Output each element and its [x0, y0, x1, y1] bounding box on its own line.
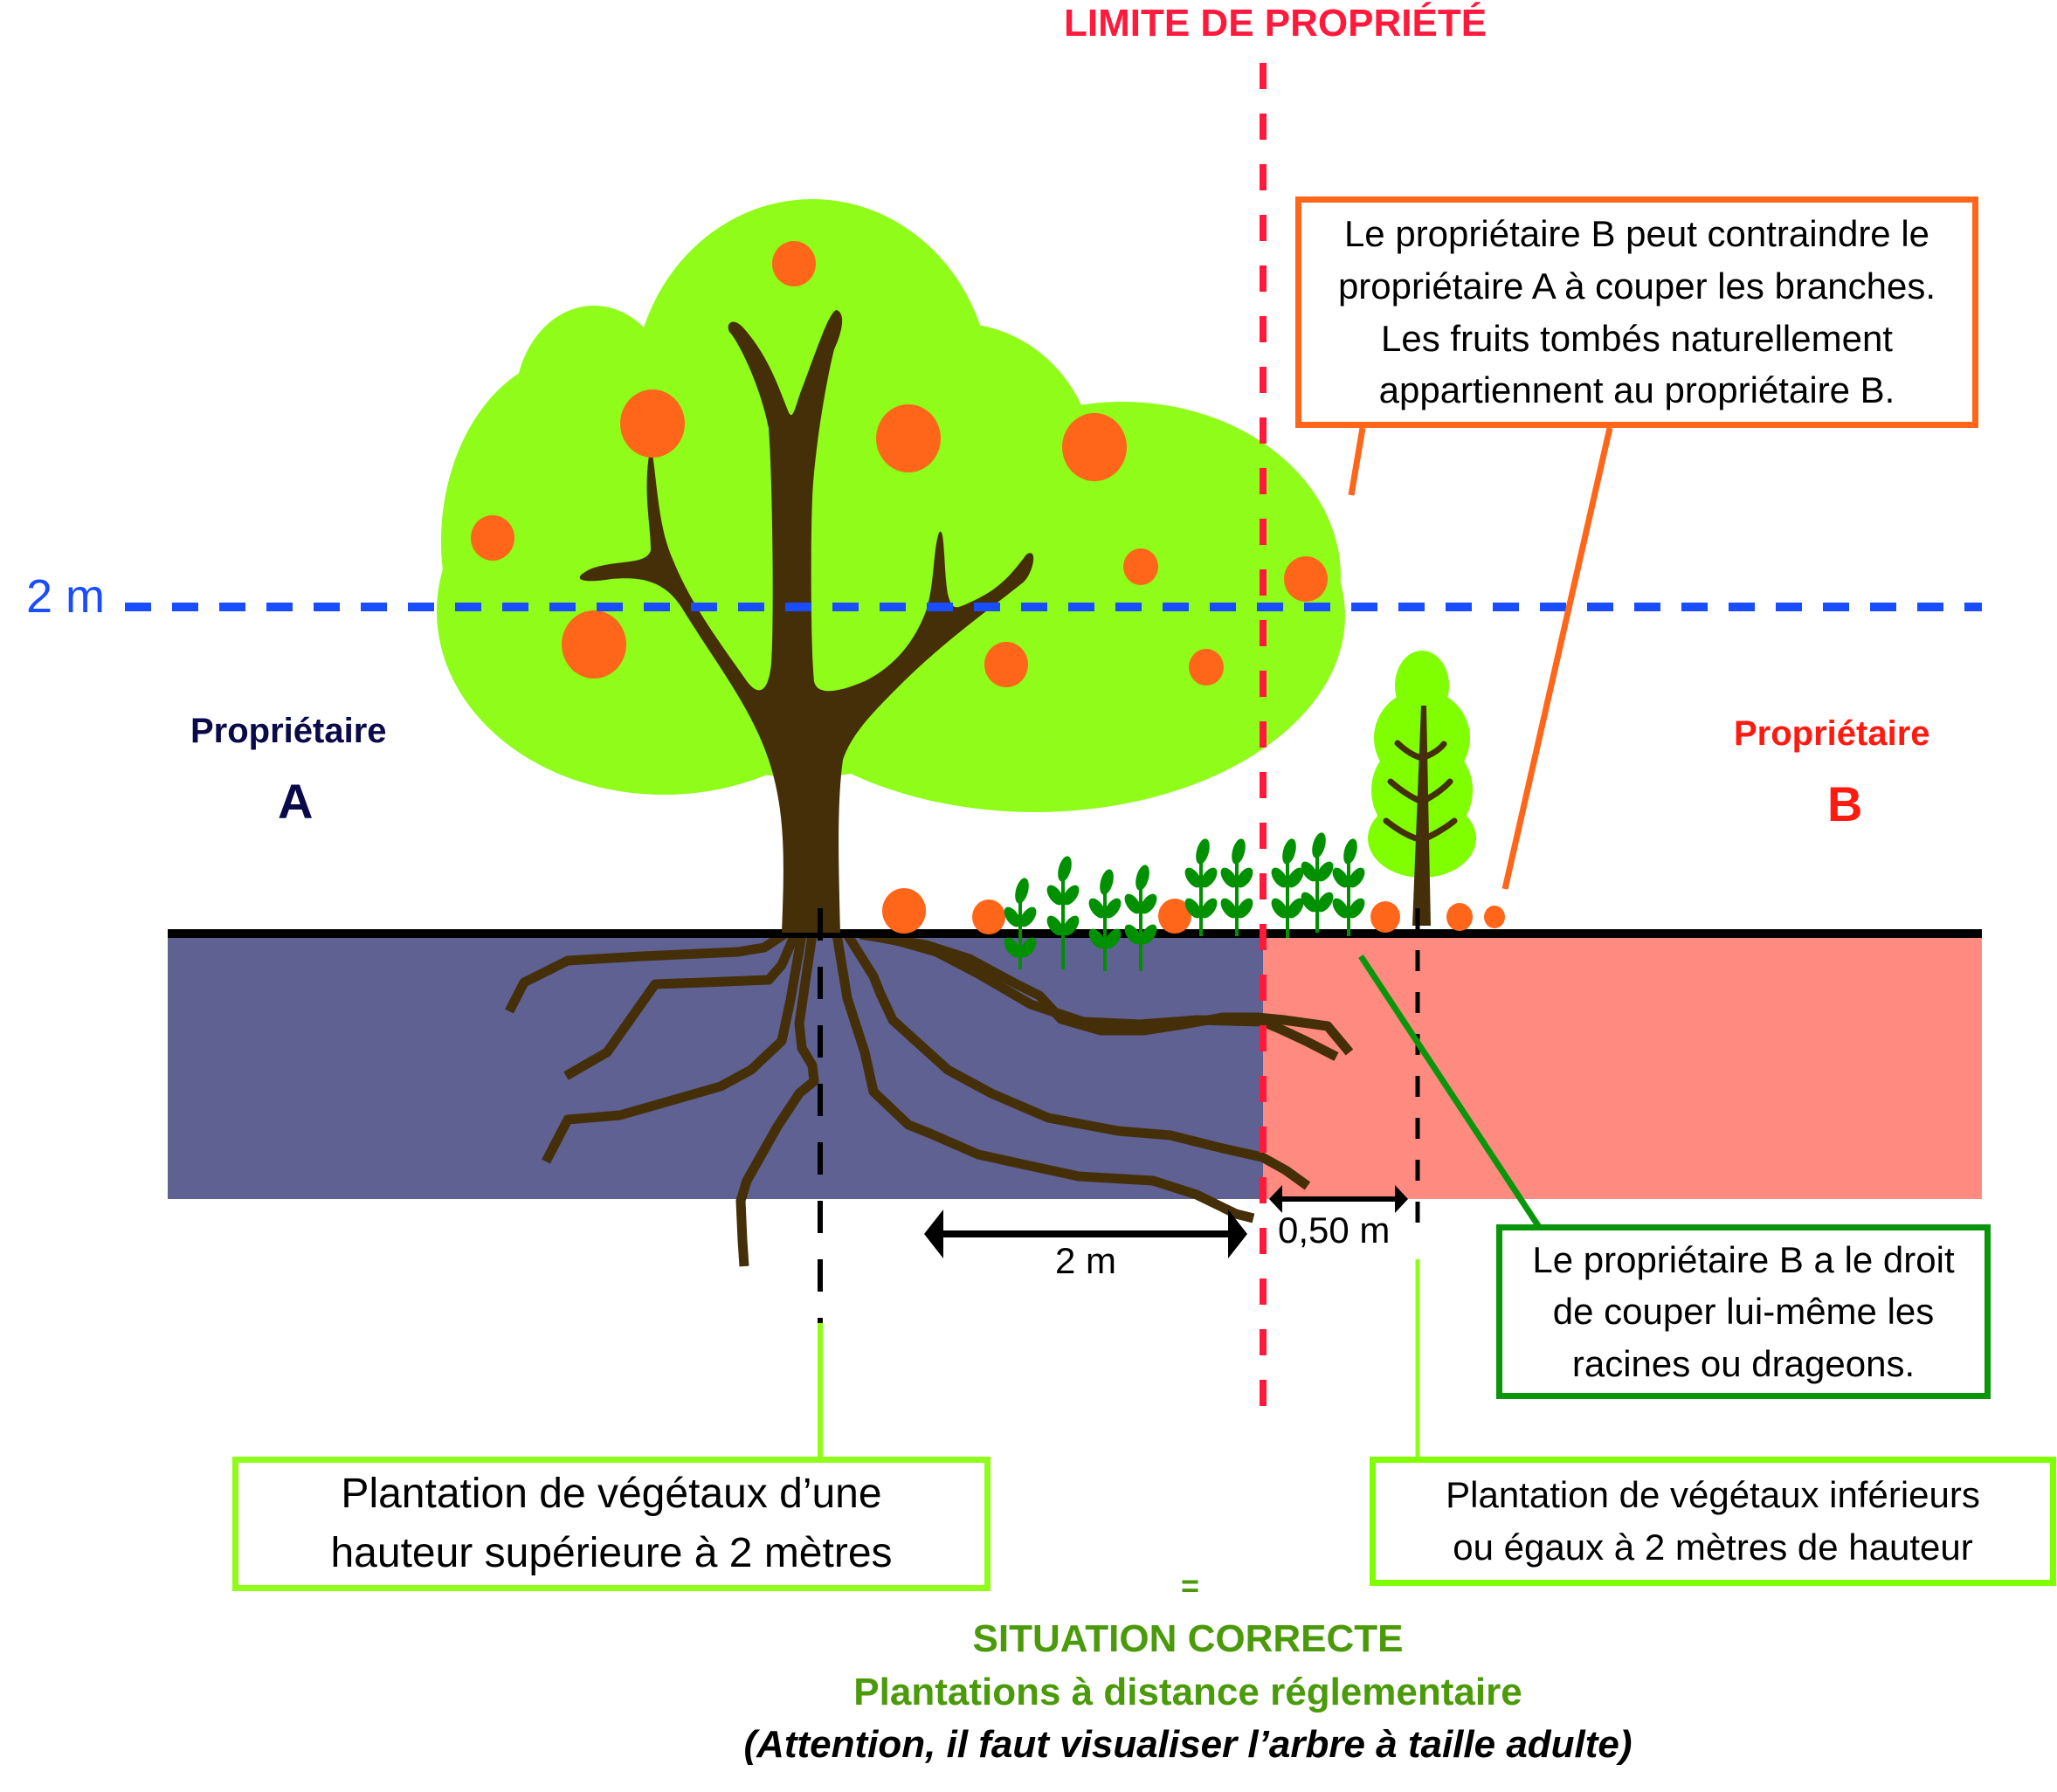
callout-branches-line-3: Les fruits tombés naturellement — [1381, 317, 1893, 359]
callout-tall-plants-line-2: hauteur supérieure à 2 mètres — [330, 1530, 893, 1576]
conclusion-subtitle: Plantations à distance réglementaire — [853, 1671, 1522, 1713]
sprout-plant — [1332, 838, 1365, 936]
property-line-title: LIMITE DE PROPRIÉTÉ — [1064, 2, 1488, 45]
callout-short-plants-line-2: ou égaux à 2 mètres de hauteur — [1453, 1527, 1973, 1568]
sprout-plant — [1220, 838, 1253, 936]
callout-short-plants-line-1: Plantation de végétaux inférieurs — [1446, 1474, 1980, 1516]
sprout-plant — [1046, 856, 1080, 969]
dimension-050m-label: 0,50 m — [1278, 1210, 1391, 1251]
tree-roots — [505, 926, 1354, 1267]
callout-branches-line-2: propriétaire A à couper les branches. — [1337, 265, 1936, 307]
height-line-label: 2 m — [26, 570, 106, 623]
conclusion-status: SITUATION CORRECTE — [972, 1617, 1404, 1660]
owner-a-label: Propriétaire — [190, 712, 387, 750]
sprout-plant — [1184, 838, 1218, 936]
sprout-plant — [1271, 838, 1304, 938]
callout-branches-leader-2 — [1501, 427, 1613, 890]
callout-tall-plants-line-1: Plantation de végétaux d’une — [341, 1470, 882, 1517]
callout-roots-line-3: racines ou drageons. — [1571, 1342, 1915, 1384]
ground-line — [168, 929, 1982, 938]
big-tree-fruits — [471, 241, 1328, 687]
equals-sign: = — [1181, 1568, 1200, 1603]
soil-owner-a — [168, 934, 1263, 1199]
owner-b-label: Propriétaire — [1734, 714, 1930, 753]
owner-b-letter: B — [1827, 776, 1863, 831]
callout-tall-plants: Plantation de végétaux d’une hauteur sup… — [232, 1457, 991, 1591]
conclusion-note: (Attention, il faut visualiser l’arbre à… — [743, 1723, 1632, 1766]
dimension-2m-label: 2 m — [1055, 1240, 1117, 1281]
sprout-plant — [1004, 878, 1037, 969]
callout-short-plants: Plantation de végétaux inférieurs ou éga… — [1370, 1457, 2056, 1586]
callout-branches: Le propriétaire B peut contraindre le pr… — [1295, 196, 1978, 428]
big-tree-foliage — [437, 199, 1345, 812]
callout-roots-line-1: Le propriétaire B a le droit — [1532, 1238, 1955, 1280]
fallen-fruits — [882, 888, 1505, 934]
sprouts — [1004, 832, 1365, 971]
owner-a-letter: A — [278, 774, 314, 829]
callout-roots-leader — [1358, 955, 1542, 1229]
sprout-plant — [1124, 865, 1157, 971]
callout-branches-line-1: Le propriétaire B peut contraindre le — [1343, 213, 1930, 255]
callout-branches-line-4: appartiennent au propriétaire B. — [1378, 369, 1895, 411]
soil-owner-b — [1263, 934, 1982, 1199]
callout-roots: Le propriétaire B a le droit de couper l… — [1496, 1224, 1991, 1399]
big-tree-trunk — [579, 310, 1034, 933]
sprout-plant — [1088, 869, 1122, 971]
dimension-050m-arrow — [1269, 1185, 1408, 1213]
callout-branches-leader-1 — [1348, 427, 1366, 496]
dimension-2m-arrow — [924, 1210, 1247, 1258]
sprout-plant — [1301, 832, 1334, 933]
callout-roots-line-2: de couper lui-même les — [1552, 1291, 1935, 1333]
small-tree — [1368, 651, 1476, 926]
